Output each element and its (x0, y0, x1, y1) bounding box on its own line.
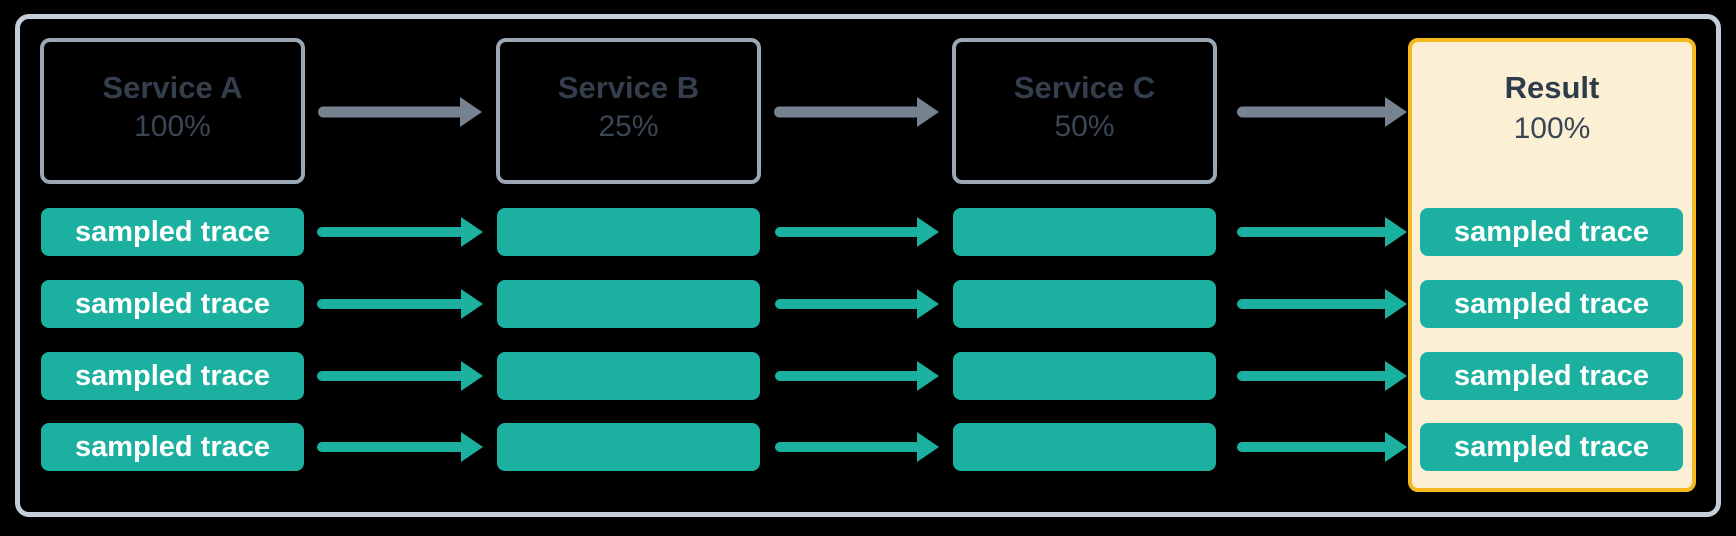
service-b-trace-bar (497, 423, 760, 471)
arrow-shaft (1237, 227, 1389, 237)
arrow-shaft (317, 227, 465, 237)
arrow-head (1385, 97, 1407, 127)
arrow-head (461, 432, 483, 462)
arrow-shaft (1237, 106, 1389, 118)
trace-arrow-icon (1237, 361, 1407, 391)
arrow-head (461, 361, 483, 391)
service-c-box: Service C 50% (952, 38, 1217, 184)
result-rate: 100% (1513, 112, 1591, 145)
service-c-trace-bar (953, 423, 1216, 471)
arrow-shaft (1237, 371, 1389, 381)
arrow-shaft (317, 299, 465, 309)
arrow-shaft (775, 299, 921, 309)
service-a-box: Service A 100% (40, 38, 305, 184)
trace-arrow-icon (775, 361, 939, 391)
service-flow-arrow-icon (1237, 97, 1407, 127)
arrow-shaft (775, 227, 921, 237)
arrow-shaft (317, 371, 465, 381)
trace-arrow-icon (775, 289, 939, 319)
service-b-label: Service B (557, 70, 700, 105)
service-a-rate: 100% (134, 110, 211, 143)
result-label: Result (1504, 70, 1600, 105)
arrow-head (1385, 217, 1407, 247)
arrow-head (917, 217, 939, 247)
service-b-rate: 25% (598, 110, 659, 143)
service-c-label: Service C (1013, 70, 1156, 105)
service-b-trace-bar (497, 352, 760, 400)
service-c-trace-bar (953, 208, 1216, 256)
service-flow-arrow-icon (774, 97, 939, 127)
service-a-trace-pill: sampled trace (41, 208, 304, 256)
trace-arrow-icon (775, 217, 939, 247)
service-b-trace-bar (497, 208, 760, 256)
trace-arrow-icon (1237, 289, 1407, 319)
service-a-trace-pill: sampled trace (41, 280, 304, 328)
trace-arrow-icon (317, 289, 483, 319)
service-c-trace-bar (953, 352, 1216, 400)
service-a-trace-pill: sampled trace (41, 423, 304, 471)
service-b-trace-bar (497, 280, 760, 328)
arrow-head (1385, 361, 1407, 391)
trace-arrow-icon (317, 217, 483, 247)
arrow-shaft (775, 371, 921, 381)
arrow-head (461, 289, 483, 319)
arrow-shaft (1237, 299, 1389, 309)
result-trace-pill: sampled trace (1420, 423, 1683, 471)
arrow-shaft (775, 442, 921, 452)
service-c-rate: 50% (1054, 110, 1115, 143)
trace-arrow-icon (1237, 432, 1407, 462)
arrow-head (917, 289, 939, 319)
arrow-head (1385, 432, 1407, 462)
arrow-shaft (318, 106, 464, 118)
trace-arrow-icon (775, 432, 939, 462)
arrow-head (1385, 289, 1407, 319)
result-header: Result 100% (1412, 42, 1692, 144)
arrow-shaft (317, 442, 465, 452)
arrow-head (917, 432, 939, 462)
service-b-box: Service B 25% (496, 38, 761, 184)
service-a-trace-pill: sampled trace (41, 352, 304, 400)
arrow-head (917, 97, 939, 127)
arrow-shaft (774, 106, 921, 118)
result-panel: Result 100% sampled trace sampled trace … (1408, 38, 1696, 492)
result-trace-pill: sampled trace (1420, 280, 1683, 328)
arrow-head (461, 217, 483, 247)
arrow-shaft (1237, 442, 1389, 452)
result-trace-pill: sampled trace (1420, 352, 1683, 400)
result-trace-pill: sampled trace (1420, 208, 1683, 256)
service-a-label: Service A (102, 70, 243, 105)
trace-arrow-icon (317, 432, 483, 462)
trace-arrow-icon (317, 361, 483, 391)
service-flow-arrow-icon (318, 97, 482, 127)
service-c-trace-bar (953, 280, 1216, 328)
arrow-head (917, 361, 939, 391)
diagram-outer-frame (15, 14, 1721, 517)
trace-arrow-icon (1237, 217, 1407, 247)
arrow-head (460, 97, 482, 127)
